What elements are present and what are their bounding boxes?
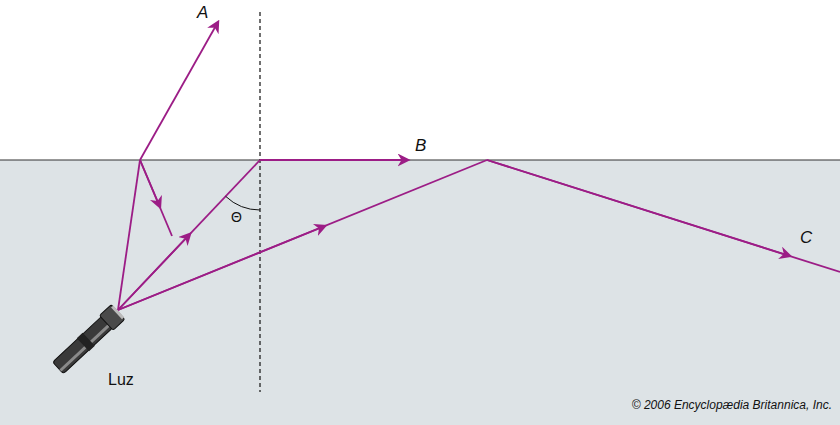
ray-label: C: [800, 229, 812, 248]
light-ray: [118, 160, 140, 310]
flashlight-symbol: [51, 304, 125, 375]
water-region: [0, 160, 840, 425]
normal-line: [259, 12, 260, 392]
copyright-note: © 2006 Encyclopædia Britannica, Inc.: [632, 399, 832, 412]
surface-line: [0, 159, 840, 160]
ray-arrow: [118, 226, 325, 310]
ray-label: B: [415, 137, 426, 156]
reflected-ray: [140, 160, 172, 236]
reflected-ray: [487, 160, 840, 272]
ray-arrow: [118, 234, 190, 310]
light-ray: [118, 160, 260, 310]
angle-symbol: Θ: [231, 210, 242, 225]
ray-label: A: [197, 4, 208, 23]
critical-ray: [260, 159, 408, 161]
ray-arrow: [487, 160, 790, 256]
source-label: Luz: [108, 371, 134, 389]
light-ray: [118, 160, 487, 310]
ray-arrow: [140, 160, 160, 207]
light-rays: [118, 22, 840, 310]
refracted-ray: [140, 22, 218, 160]
angle-arc: [226, 196, 260, 210]
